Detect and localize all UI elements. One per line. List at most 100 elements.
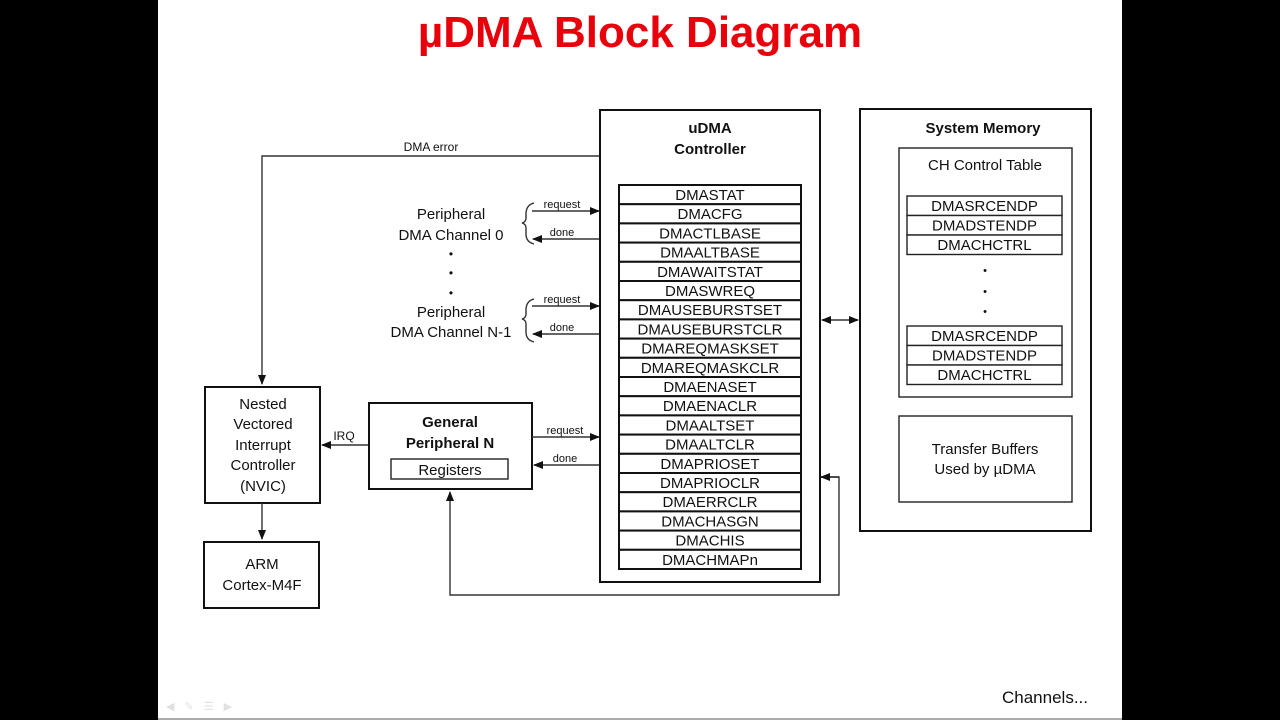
udma-register-row: DMAWAITSTAT xyxy=(618,260,802,282)
udma-register-row: DMACHMAPn xyxy=(618,548,802,570)
udma-register-label: DMACTLBASE xyxy=(659,225,761,242)
udma-register-label: DMAREQMASKCLR xyxy=(641,360,780,377)
control-table-field-label: DMACHCTRL xyxy=(937,367,1031,384)
control-table-field: DMACHCTRL xyxy=(906,364,1063,386)
dma-error-label: DMA error xyxy=(404,140,459,154)
peripheral-channel-n1-line2: DMA Channel N-1 xyxy=(391,324,512,341)
control-table-field-label: DMACHCTRL xyxy=(937,237,1031,254)
general-peripheral-request-signal: request xyxy=(532,425,600,441)
svg-text:•: • xyxy=(983,286,987,298)
udma-register-label: DMASWREQ xyxy=(665,283,755,300)
peripheral-dma-channel-n-1: Peripheral DMA Channel N-1 xyxy=(391,298,535,343)
svg-text:Cortex-M4F: Cortex-M4F xyxy=(222,577,301,594)
pen-icon[interactable]: ✎ xyxy=(184,701,194,713)
control-table-field-label: DMADSTENDP xyxy=(932,348,1037,365)
svg-text:Controller: Controller xyxy=(230,457,295,474)
udma-register-row: DMACTLBASE xyxy=(618,222,802,244)
udma-register-row: DMAALTBASE xyxy=(618,241,802,263)
udma-register-row: DMACHASGN xyxy=(618,510,802,532)
udma-register-label: DMASTAT xyxy=(675,187,744,204)
irq-connector: IRQ xyxy=(321,429,369,449)
channel-n1-done-signal: done xyxy=(532,322,600,338)
udma-register-row: DMAALTSET xyxy=(618,414,802,436)
arm-cortex-block: ARM Cortex-M4F xyxy=(203,541,320,609)
udma-register-row: DMAUSEBURSTSET xyxy=(618,299,802,321)
udma-controller-block: uDMA Controller DMASTATDMACFGDMACTLBASED… xyxy=(599,109,821,583)
control-table-field-label: DMASRCENDP xyxy=(931,198,1038,215)
control-table-field: DMASRCENDP xyxy=(906,195,1063,217)
udma-register-label: DMAALTSET xyxy=(666,417,755,434)
udma-block-diagram: DMA error Peripheral DMA Channel 0 reque… xyxy=(203,108,1092,609)
udma-register-row: DMAREQMASKSET xyxy=(618,337,802,359)
registers-box xyxy=(390,458,509,480)
dma-error-connector: DMA error xyxy=(258,140,600,385)
svg-text:•: • xyxy=(449,247,453,261)
svg-text:Interrupt: Interrupt xyxy=(235,437,292,454)
udma-register-label: DMACHIS xyxy=(675,533,744,550)
peripheral-channel-0-line2: DMA Channel 0 xyxy=(398,227,503,244)
udma-register-label: DMACHMAPn xyxy=(662,552,758,569)
channel-n1-request-signal: request xyxy=(532,294,600,310)
channel-0-request-signal: request xyxy=(532,199,600,215)
udma-register-row: DMAPRIOSET xyxy=(618,452,802,474)
udma-register-label: DMACFG xyxy=(678,206,743,223)
peripheral-channel-n1-line1: Peripheral xyxy=(417,304,485,321)
control-table-first-entry: DMASRCENDP DMADSTENDP DMACHCTRL xyxy=(906,195,1063,256)
nvic-block: Nested Vectored Interrupt Controller (NV… xyxy=(204,386,321,504)
control-table-field: DMACHCTRL xyxy=(906,234,1063,256)
channel-0-done-signal: done xyxy=(532,227,600,243)
ch-control-table: CH Control Table DMASRCENDPDMADSTENDPDMA… xyxy=(898,147,1073,398)
udma-register-label: DMAENASET xyxy=(663,379,756,396)
udma-register-row: DMAENASET xyxy=(618,376,802,398)
control-table-field: DMADSTENDP xyxy=(906,344,1063,366)
slide-title: µDMA Block Diagram xyxy=(417,8,863,57)
footer-note: Channels... xyxy=(1002,688,1088,707)
udma-register-label: DMAPRIOCLR xyxy=(660,475,760,492)
udma-register-row: DMACHIS xyxy=(618,529,802,551)
svg-text:General: General xyxy=(422,414,478,431)
svg-text:IRQ: IRQ xyxy=(333,429,354,443)
svg-text:•: • xyxy=(983,265,987,277)
udma-register-row: DMAERRCLR xyxy=(618,491,802,513)
svg-text:(NVIC): (NVIC) xyxy=(240,478,286,495)
udma-register-row: DMACFG xyxy=(618,203,802,225)
udma-register-row: DMASWREQ xyxy=(618,280,802,302)
control-table-last-entry: DMASRCENDP DMADSTENDP DMACHCTRL xyxy=(906,325,1063,386)
udma-register-label: DMAENACLR xyxy=(663,398,757,415)
system-memory-block: System Memory CH Control Table DMASRCEND… xyxy=(859,108,1092,532)
udma-register-row: DMAENACLR xyxy=(618,395,802,417)
control-table-field: DMADSTENDP xyxy=(906,214,1063,236)
udma-register-label: DMAUSEBURSTCLR xyxy=(637,321,782,338)
udma-register-label: DMAREQMASKSET xyxy=(641,341,779,358)
prev-slide-icon[interactable]: ◀ xyxy=(166,701,175,713)
udma-register-label: DMAERRCLR xyxy=(662,494,757,511)
control-table-field-label: DMASRCENDP xyxy=(931,328,1038,345)
general-peripheral-done-signal: done xyxy=(533,453,600,469)
udma-register-row: DMAPRIOCLR xyxy=(618,472,802,494)
svg-text:Peripheral N: Peripheral N xyxy=(406,435,494,452)
svg-text:Nested: Nested xyxy=(239,396,287,413)
menu-icon[interactable]: ☰ xyxy=(203,701,214,713)
slide-bottom-border xyxy=(158,718,1122,720)
control-table-field: DMASRCENDP xyxy=(906,325,1063,347)
svg-text:•: • xyxy=(449,266,453,280)
svg-text:ARM: ARM xyxy=(245,556,278,573)
udma-register-label: DMAPRIOSET xyxy=(660,456,759,473)
channel-ellipsis: • • • xyxy=(449,247,453,300)
udma-register-row: DMASTAT xyxy=(618,184,802,206)
control-table-field-label: DMADSTENDP xyxy=(932,218,1037,235)
udma-register-row: DMAALTCLR xyxy=(618,433,802,455)
transfer-buffers-block: Transfer Buffers Used by µDMA xyxy=(898,415,1073,503)
svg-text:request: request xyxy=(547,425,584,437)
svg-text:done: done xyxy=(550,227,574,239)
udma-register-label: DMAUSEBURSTSET xyxy=(638,302,782,319)
udma-register-label: DMAALTBASE xyxy=(660,245,760,262)
svg-text:CH Control Table: CH Control Table xyxy=(928,157,1042,174)
svg-text:•: • xyxy=(449,286,453,300)
svg-text:request: request xyxy=(544,199,581,211)
next-slide-icon[interactable]: ▶ xyxy=(223,701,233,713)
slide: µDMA Block Diagram DMA error Peripheral … xyxy=(158,0,1122,720)
svg-text:Controller: Controller xyxy=(674,141,746,158)
svg-text:•: • xyxy=(983,306,987,318)
peripheral-dma-channel-0: Peripheral DMA Channel 0 xyxy=(398,202,535,245)
